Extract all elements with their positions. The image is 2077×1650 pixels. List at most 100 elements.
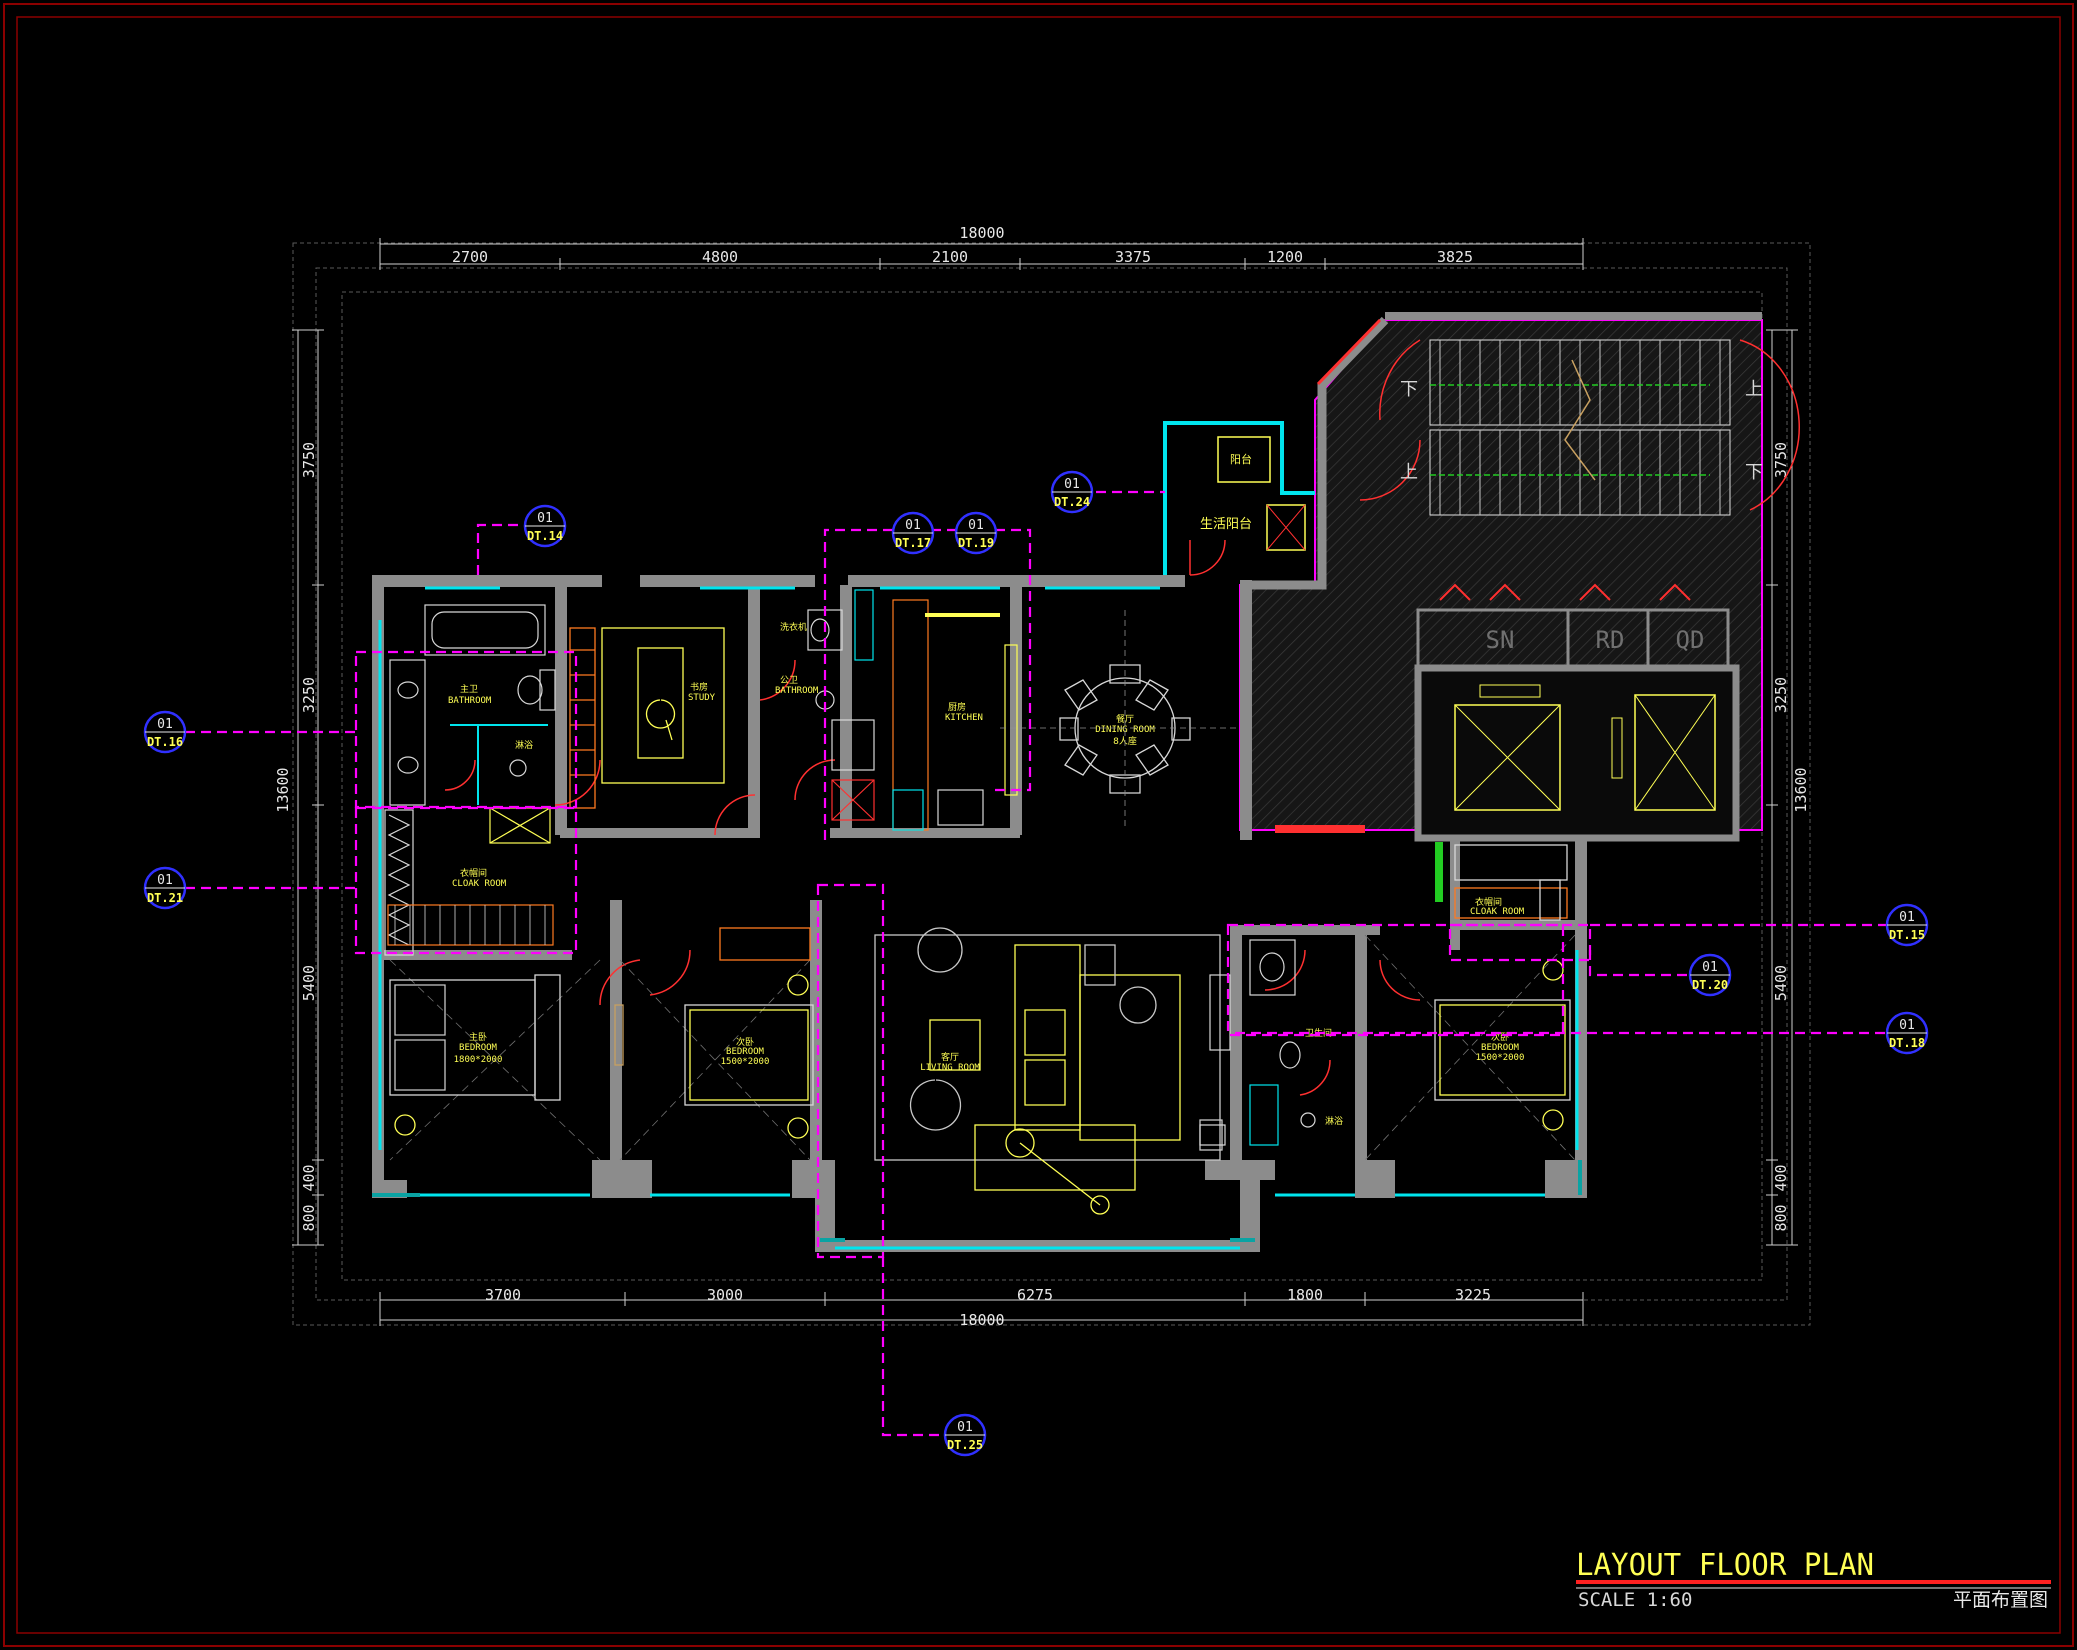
svg-text:01: 01 bbox=[157, 717, 173, 732]
dim-bottom-seg-4: 1800 bbox=[1287, 1286, 1323, 1304]
stair-label-up-left: 上 bbox=[1400, 462, 1418, 483]
svg-text:DT.16: DT.16 bbox=[147, 735, 183, 749]
study-furniture bbox=[569, 627, 725, 809]
right-dimension-lines bbox=[1766, 329, 1798, 1246]
callout-leaders bbox=[185, 490, 1890, 1437]
svg-text:DT.15: DT.15 bbox=[1889, 928, 1925, 942]
guest-bath-en: BATHROOM bbox=[775, 686, 819, 696]
closet3-label: 衣帽间 bbox=[1475, 896, 1502, 908]
dim-right-seg-2: 3250 bbox=[1772, 677, 1790, 713]
stair-break-line bbox=[1564, 359, 1596, 481]
dining-crosshair-lines bbox=[1000, 610, 1240, 830]
dim-top-seg-4: 3375 bbox=[1115, 248, 1151, 266]
dim-bottom-seg-2: 3000 bbox=[707, 1286, 743, 1304]
bottom-dimension-lines bbox=[379, 1292, 1584, 1326]
guest-bath-label: 公卫 bbox=[780, 675, 798, 686]
callout-symbol-dt20: 01 DT.20 bbox=[1688, 953, 1732, 997]
svg-text:DT.17: DT.17 bbox=[895, 536, 931, 550]
svg-text:01: 01 bbox=[157, 873, 173, 888]
svg-text:01: 01 bbox=[1064, 477, 1080, 492]
dim-top-total: 18000 bbox=[959, 224, 1004, 242]
dim-left-seg-3: 5400 bbox=[300, 965, 318, 1001]
bed3-en: BEDROOM bbox=[1481, 1043, 1520, 1053]
dim-left-seg-5: 800 bbox=[300, 1204, 318, 1231]
lobby-green-door bbox=[1435, 842, 1443, 902]
left-dimension-lines bbox=[292, 329, 324, 1246]
master-bed bbox=[389, 974, 561, 1136]
dim-right-seg-1: 3750 bbox=[1772, 442, 1790, 478]
stair-label-up-right: 上 bbox=[1745, 379, 1763, 400]
dim-left-seg-4: 400 bbox=[300, 1164, 318, 1191]
dim-top-seg-5: 1200 bbox=[1267, 248, 1303, 266]
bed2-en: BEDROOM bbox=[726, 1047, 765, 1057]
drawing-title-cn: 平面布置图 bbox=[1953, 1589, 2048, 1611]
drawing-title: LAYOUT FLOOR PLAN bbox=[1576, 1548, 1874, 1583]
dim-left-seg-2: 3250 bbox=[300, 677, 318, 713]
title-block: LAYOUT FLOOR PLAN SCALE 1:60 平面布置图 bbox=[1576, 1548, 2051, 1611]
dim-bottom-seg-1: 3700 bbox=[485, 1286, 521, 1304]
study-label: 书房 bbox=[690, 681, 708, 693]
core-diagonal-wall bbox=[1248, 316, 1389, 590]
svg-text:DT.25: DT.25 bbox=[947, 1438, 983, 1452]
callout-symbol-dt19: 01 DT.19 bbox=[954, 511, 998, 555]
svg-text:DT.18: DT.18 bbox=[1889, 1036, 1925, 1050]
dim-top-seg-1: 2700 bbox=[452, 248, 488, 266]
svg-text:阳台: 阳台 bbox=[1230, 452, 1252, 466]
shower3-label: 淋浴 bbox=[1325, 1115, 1343, 1127]
master-bath-glass bbox=[450, 724, 548, 805]
dim-top-seg-2: 4800 bbox=[702, 248, 738, 266]
stair-label-down-right: 下 bbox=[1745, 462, 1763, 483]
dim-bottom-seg-3: 6275 bbox=[1017, 1286, 1053, 1304]
elevator-door-marks bbox=[1439, 583, 1691, 601]
study-en: STUDY bbox=[688, 693, 716, 703]
core-diagonal-window bbox=[1316, 318, 1382, 386]
callout-symbol-dt17: 01 DT.17 bbox=[891, 511, 935, 555]
service-balcony: 阳台 bbox=[1163, 421, 1315, 575]
svg-text:DT.19: DT.19 bbox=[958, 536, 994, 550]
svg-text:DT.24: DT.24 bbox=[1054, 495, 1090, 509]
master-closet-furniture bbox=[384, 809, 554, 956]
dim-left-seg-1: 3750 bbox=[300, 442, 318, 478]
stair-arcs bbox=[1359, 339, 1800, 511]
master-shower-label: 淋浴 bbox=[515, 739, 533, 751]
bed2-size: 1500*2000 bbox=[721, 1057, 770, 1067]
svg-text:01: 01 bbox=[905, 518, 921, 533]
master-bath-label: 主卫 bbox=[460, 683, 478, 695]
master-closet-label: 衣帽间 bbox=[460, 867, 487, 879]
dim-right-seg-3: 5400 bbox=[1772, 965, 1790, 1001]
dim-right-seg-4: 400 bbox=[1772, 1164, 1790, 1191]
dim-top-seg-6: 3825 bbox=[1437, 248, 1473, 266]
svg-text:01: 01 bbox=[1702, 960, 1718, 975]
dining-table bbox=[1059, 664, 1191, 794]
bed2-label: 次卧 bbox=[736, 1036, 754, 1048]
svg-text:01: 01 bbox=[957, 1420, 973, 1435]
staircase bbox=[1429, 339, 1731, 516]
elevator-qd: QD bbox=[1676, 626, 1705, 654]
dim-left-total: 13600 bbox=[274, 767, 292, 812]
kitchen-label: 厨房 bbox=[948, 701, 966, 713]
stair-label-down-left: 下 bbox=[1400, 379, 1418, 400]
svg-text:01: 01 bbox=[968, 518, 984, 533]
drawing-scale: SCALE 1:60 bbox=[1578, 1589, 1692, 1611]
bath3-fixtures bbox=[1199, 939, 1316, 1146]
svg-text:01: 01 bbox=[537, 511, 553, 526]
elevator-rd: RD bbox=[1596, 626, 1625, 654]
dim-top-seg-3: 2100 bbox=[932, 248, 968, 266]
windows bbox=[378, 586, 1579, 1250]
dim-right-seg-5: 800 bbox=[1772, 1204, 1790, 1231]
svg-text:01: 01 bbox=[1899, 910, 1915, 925]
dining-label: 餐厅 bbox=[1116, 713, 1134, 725]
callout-symbol-dt15: 01 DT.15 bbox=[1885, 903, 1929, 947]
teal-wall-edges bbox=[372, 1160, 1582, 1242]
master-bed-size: 1800*2000 bbox=[454, 1055, 503, 1065]
outer-border-frame bbox=[3, 3, 2074, 1647]
dim-bottom-seg-5: 3225 bbox=[1455, 1286, 1491, 1304]
closet3-en: CLOAK ROOM bbox=[1470, 907, 1525, 917]
kitchen-en: KITCHEN bbox=[945, 713, 983, 723]
callout-symbol-dt14: 01 DT.14 bbox=[523, 504, 567, 548]
callout-symbol-dt16: 01 DT.16 bbox=[143, 710, 187, 754]
master-bed-label: 主卧 bbox=[469, 1031, 487, 1043]
master-bed-en: BEDROOM bbox=[459, 1043, 498, 1053]
callout-symbol-dt24: 01 DT.24 bbox=[1050, 470, 1094, 514]
